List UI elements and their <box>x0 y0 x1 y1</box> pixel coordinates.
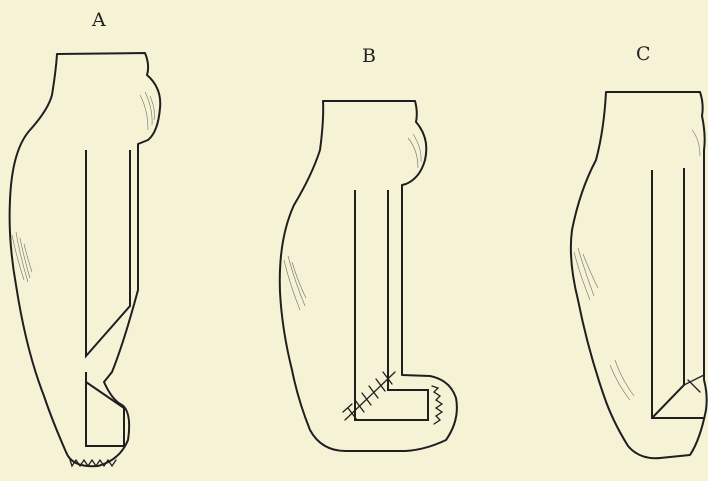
stump-outline-b <box>280 101 457 451</box>
suture-marks-c <box>684 375 704 392</box>
stump-outline-a <box>10 53 161 466</box>
shading-a <box>12 92 155 282</box>
flap-line-c-2 <box>652 168 684 418</box>
flap-line-b <box>355 190 428 420</box>
panel-a: A <box>10 9 161 466</box>
panel-label-a: A <box>91 9 106 31</box>
shading-b <box>284 134 421 310</box>
panel-label-c: C <box>636 43 651 65</box>
stump-outline-c <box>571 92 707 458</box>
flap-line-a <box>86 150 130 356</box>
panel-b: B <box>280 45 457 451</box>
panel-c: C <box>571 43 707 458</box>
flap-line-c <box>652 170 704 418</box>
panel-label-b: B <box>362 45 376 67</box>
